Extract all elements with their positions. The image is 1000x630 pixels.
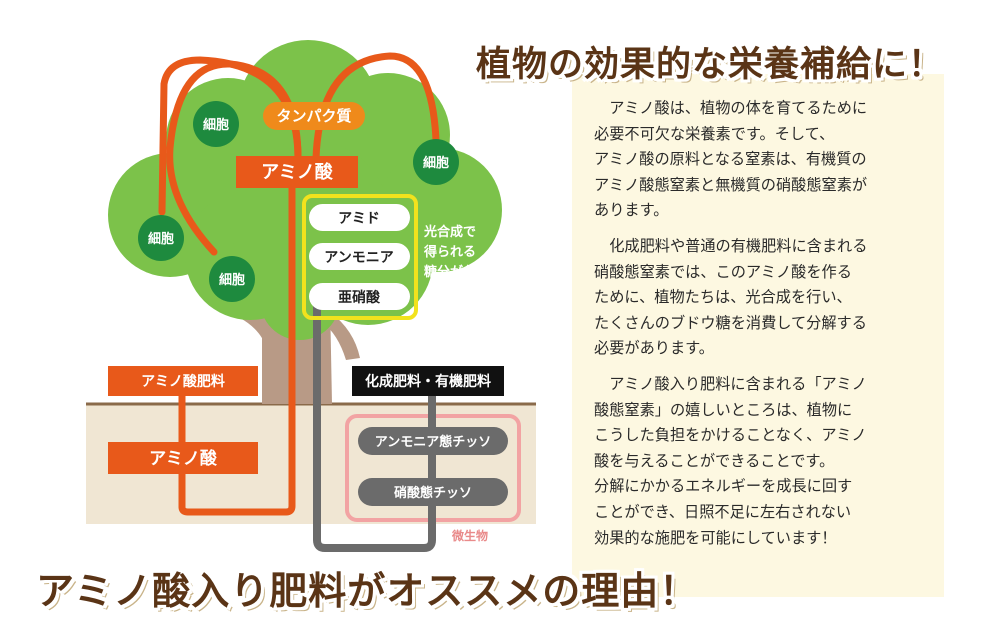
explanation-paragraph: アミノ酸は、植物の体を育てるために 必要不可欠な栄養素です。そして、 アミノ酸の… (594, 99, 868, 220)
protein-pill (263, 102, 365, 130)
explanation-panel (572, 74, 944, 597)
conversion-step-label: アンモニア (324, 250, 393, 266)
cell-node: 細胞 (209, 256, 255, 302)
microbes-label: 微生物 (451, 528, 488, 543)
conversion-step: 亜硝酸 (309, 283, 410, 310)
amino-acid-soil-box (108, 442, 258, 474)
cell-label: 細胞 (219, 272, 245, 288)
bottom-headline: アミノ酸入り肥料がオススメの理由！ (36, 569, 699, 613)
nitrate-nitrogen-pill: 硝酸態チッソ (358, 478, 508, 506)
photosynthesis-note-line: 光合成で (423, 224, 476, 240)
amino-fertilizer-box (108, 366, 258, 396)
conversion-step-label: 亜硝酸 (338, 289, 381, 306)
photosynthesis-note-line: 得られる (423, 244, 476, 260)
cell-label: 細胞 (148, 231, 174, 247)
conversion-step: アミド (309, 204, 410, 231)
cell-node: 細胞 (193, 101, 239, 147)
amino-fertilizer-label: アミノ酸肥料 (141, 373, 225, 390)
conversion-step-label: アミド (338, 211, 380, 227)
ammonium-nitrogen-label: アンモニア態チッソ (375, 434, 491, 450)
cell-label: 細胞 (203, 117, 229, 133)
amino-acid-tree-box (236, 156, 358, 188)
top-headline: 植物の効果的な栄養補給に！ (476, 45, 945, 85)
conversion-step: アンモニア (309, 243, 410, 270)
amino-acid-tree-label: アミノ酸 (261, 161, 334, 183)
cell-node: 細胞 (413, 139, 459, 185)
chemical-fertilizer-box (352, 366, 504, 396)
explanation-paragraph: 化成肥料や普通の有機肥料に含まれる 硝酸態窒素では、このアミノ酸を作る ために、… (594, 237, 868, 358)
photosynthesis-note-line: 糖分が必要 (424, 264, 489, 280)
nitrate-nitrogen-label: 硝酸態チッソ (394, 485, 472, 501)
conversion-box (302, 194, 418, 320)
chemical-fertilizer-label: 化成肥料・有機肥料 (365, 373, 491, 390)
nitrate-path (313, 300, 436, 552)
explanation-paragraph: アミノ酸入り肥料に含まれる「アミノ 酸態窒素」の嬉しいところは、植物に こうした… (594, 375, 867, 547)
cell-node: 細胞 (138, 215, 184, 261)
cell-label: 細胞 (423, 155, 449, 171)
amino-acid-soil-label: アミノ酸 (149, 448, 218, 469)
protein-label: タンパク質 (276, 107, 351, 125)
ammonium-nitrogen-pill: アンモニア態チッソ (358, 427, 508, 455)
photosynthesis-note: 光合成で 得られる 糖分が必要 (423, 224, 489, 280)
